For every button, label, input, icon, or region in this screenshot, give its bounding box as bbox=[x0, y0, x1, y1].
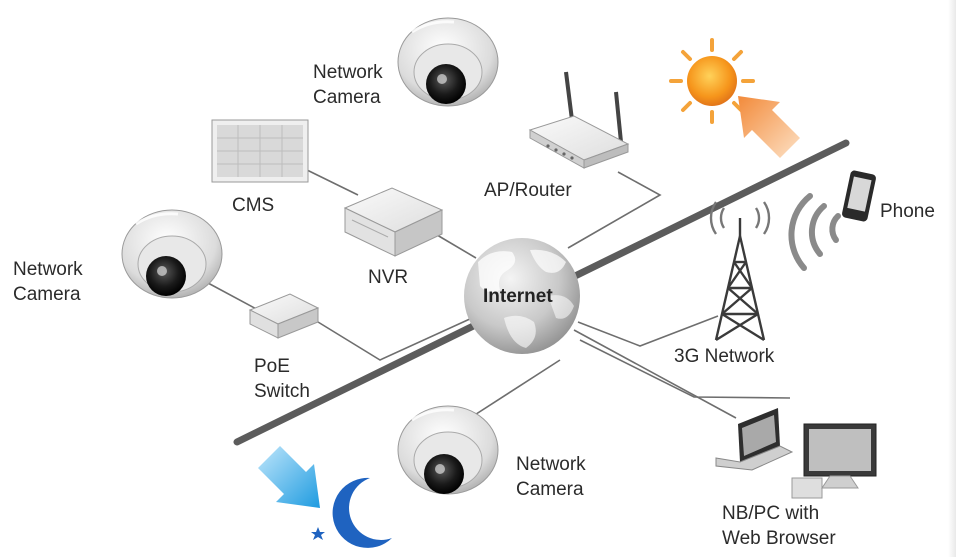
camera-icon bbox=[397, 17, 499, 107]
link-nvr-internet bbox=[431, 231, 477, 259]
tower-icon bbox=[709, 201, 771, 342]
page-edge bbox=[948, 0, 956, 557]
nvr-label: NVR bbox=[368, 267, 409, 288]
star-icon bbox=[311, 527, 325, 540]
link-internet-desktop bbox=[579, 339, 791, 399]
camera-top-label: Network Camera bbox=[313, 62, 383, 108]
sun-arrow-icon bbox=[738, 96, 800, 158]
switch-icon bbox=[248, 293, 320, 339]
desktop-icon bbox=[791, 423, 877, 499]
internet-label: Internet bbox=[483, 286, 553, 307]
poe-switch-label: PoE Switch bbox=[254, 356, 310, 402]
camera-left-label: Network Camera bbox=[13, 259, 83, 305]
laptop-icon bbox=[715, 408, 794, 471]
3g-network-label: 3G Network bbox=[674, 346, 775, 367]
connection-lines bbox=[207, 169, 791, 419]
link-cms-nvr bbox=[306, 169, 359, 196]
nvr-icon bbox=[343, 187, 444, 257]
globe-icon bbox=[464, 238, 580, 354]
link-internet-laptop bbox=[573, 329, 737, 419]
sun-icon bbox=[669, 38, 755, 124]
monitor-icon bbox=[211, 119, 309, 183]
signal-waves-icon bbox=[788, 193, 841, 271]
camera-icon bbox=[397, 405, 499, 495]
link-internet-3g bbox=[577, 315, 719, 347]
moon-icon bbox=[332, 477, 392, 548]
ap-router-label: AP/Router bbox=[484, 180, 572, 201]
camera-bottom-label: Network Camera bbox=[516, 454, 586, 500]
nb-pc-label: NB/PC with Web Browser bbox=[722, 503, 836, 549]
link-camera-left-switch bbox=[207, 282, 263, 313]
camera-icon bbox=[121, 209, 223, 299]
link-switch-internet bbox=[317, 317, 473, 361]
link-camera-bottom-internet bbox=[469, 359, 561, 419]
phone-icon bbox=[842, 170, 876, 222]
moon-arrow-icon bbox=[258, 446, 320, 508]
link-router-internet bbox=[567, 171, 662, 249]
cms-label: CMS bbox=[232, 195, 275, 216]
router-icon bbox=[528, 71, 630, 169]
phone-label: Phone bbox=[880, 201, 935, 222]
